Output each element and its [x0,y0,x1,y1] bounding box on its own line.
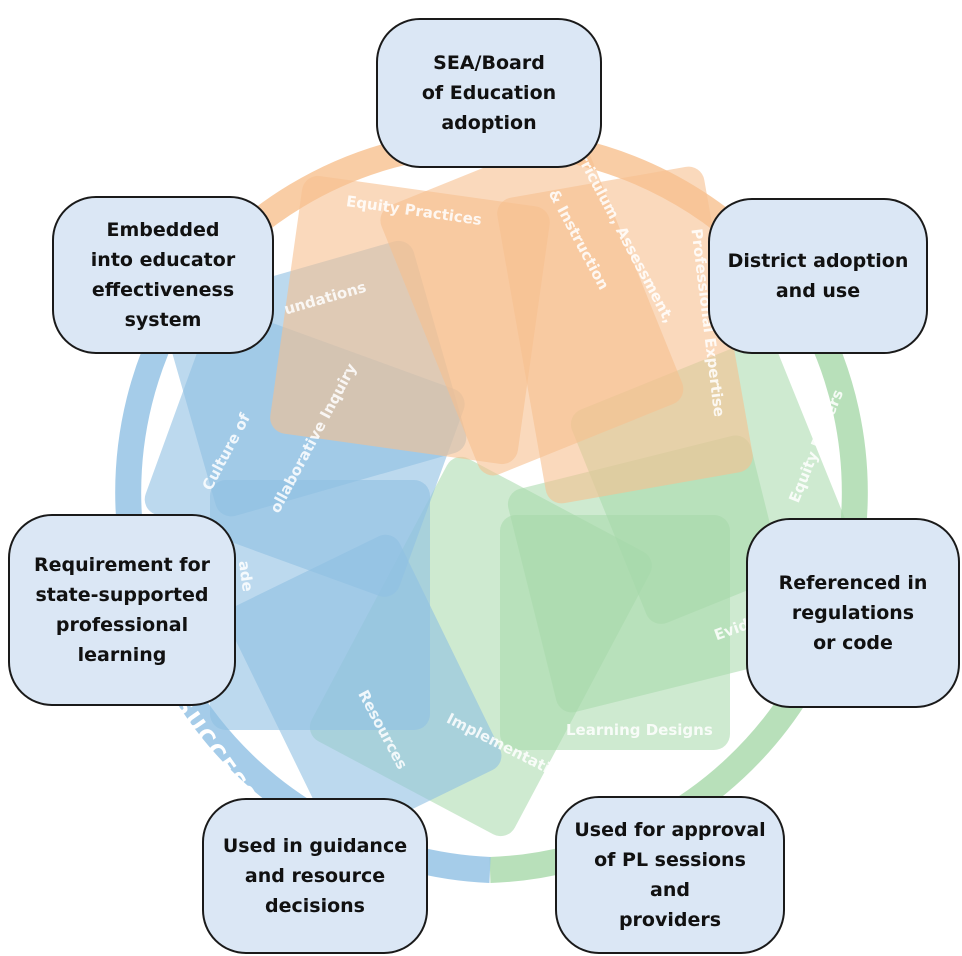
box-district-adoption: District adoption and use [708,198,928,354]
box-approval-pl-sessions: Used for approval of PL sessions and pro… [555,796,785,954]
box-requirement-state-supported: Requirement for state-supported professi… [8,514,236,706]
box-embedded-educator-effectiveness-text: Embedded into educator effectiveness sys… [90,219,236,331]
box-referenced-regulations: Referenced in regulations or code [746,518,960,708]
box-guidance-resource: Used in guidance and resource decisions [202,798,428,954]
box-approval-pl-sessions-text: Used for approval of PL sessions and pro… [574,819,766,931]
box-sea-board-adoption: SEA/Board of Education adoption [376,18,602,168]
card-label-leadership: ade [235,560,257,593]
box-guidance-resource-text: Used in guidance and resource decisions [222,835,408,917]
card-label-learning-designs: Learning Designs [566,721,713,739]
box-sea-board-adoption-text: SEA/Board of Education adoption [421,52,557,134]
ring-label-learner: LEARNER [613,85,742,148]
ring-label-outcomes: ES [897,475,925,512]
box-referenced-regulations-text: Referenced in regulations or code [778,572,928,654]
box-district-adoption-text: District adoption and use [727,250,909,302]
card-professional-expertise [497,166,753,504]
box-embedded-educator-effectiveness: Embedded into educator effectiveness sys… [52,196,274,354]
box-requirement-state-supported-text: Requirement for state-supported professi… [33,554,210,666]
